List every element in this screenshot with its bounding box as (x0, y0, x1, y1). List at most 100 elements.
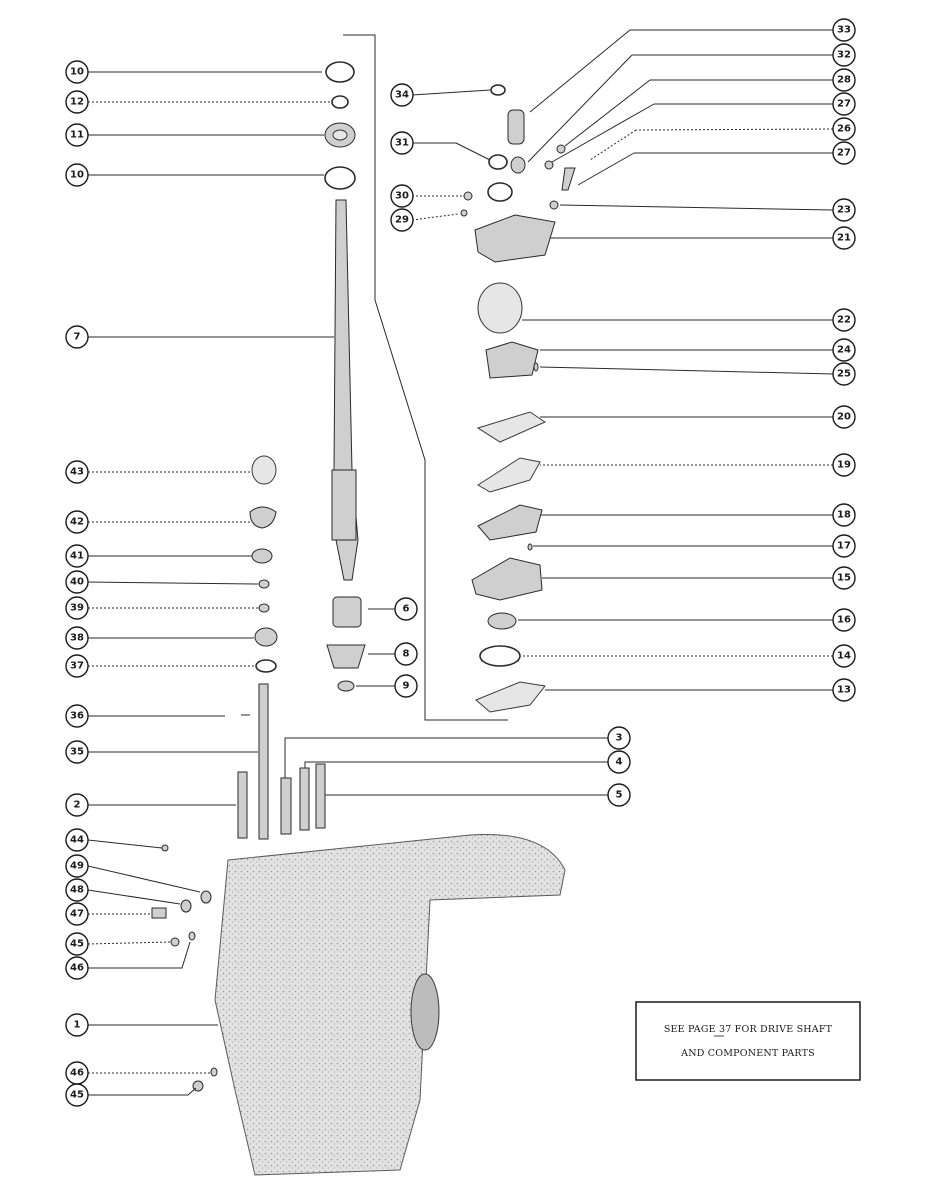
callout-circle (832, 453, 856, 477)
callout-circle (65, 570, 89, 594)
callout-label: 20 (837, 412, 851, 423)
callout-circle (832, 566, 856, 590)
callout-46a: 46 (65, 956, 89, 980)
callout-48: 48 (65, 878, 89, 902)
callout-label: 7 (74, 332, 81, 343)
callout-label: 24 (837, 345, 851, 356)
callout-1: 1 (65, 1013, 89, 1037)
callout-45b: 45 (65, 1083, 89, 1107)
callout-circle (832, 141, 856, 165)
callout-label: 10 (70, 170, 84, 181)
callout-32: 32 (832, 43, 856, 67)
callout-circle (832, 503, 856, 527)
callout-14: 14 (832, 644, 856, 668)
callout-label: 28 (837, 75, 851, 86)
callout-45a: 45 (65, 932, 89, 956)
callout-circle (65, 510, 89, 534)
callout-label: 23 (837, 205, 851, 216)
callout-circle (390, 83, 414, 107)
callout-27b: 27 (832, 141, 856, 165)
callout-label: 46 (70, 1068, 84, 1079)
callout-label: 41 (70, 551, 84, 562)
callout-circle (65, 90, 89, 114)
callout-23: 23 (832, 198, 856, 222)
callout-circle (65, 1083, 89, 1107)
callout-label: 25 (837, 369, 851, 380)
callout-label: 15 (837, 573, 851, 584)
callout-4: 4 (607, 750, 631, 774)
callout-label: 30 (395, 191, 409, 202)
callout-label: 34 (395, 90, 409, 101)
callout-49: 49 (65, 854, 89, 878)
callout-10b: 10 (65, 163, 89, 187)
callout-circle (394, 674, 418, 698)
callout-label: 46 (70, 963, 84, 974)
callout-label: 26 (837, 124, 851, 135)
callout-label: 32 (837, 50, 851, 61)
callout-circle (65, 932, 89, 956)
callout-circle (65, 704, 89, 728)
callout-25: 25 (832, 362, 856, 386)
callout-circle (65, 902, 89, 926)
callout-24: 24 (832, 338, 856, 362)
callout-label: 13 (837, 685, 851, 696)
callout-20: 20 (832, 405, 856, 429)
callout-circle (65, 60, 89, 84)
callout-13: 13 (832, 678, 856, 702)
callout-circle (607, 726, 631, 750)
callout-label: 21 (837, 233, 851, 244)
callout-29: 29 (390, 208, 414, 232)
callout-16: 16 (832, 608, 856, 632)
callout-26: 26 (832, 117, 856, 141)
callout-label: 47 (70, 909, 84, 920)
callout-27a: 27 (832, 92, 856, 116)
callout-3: 3 (607, 726, 631, 750)
callout-17: 17 (832, 534, 856, 558)
callout-11: 11 (65, 123, 89, 147)
parts-artwork (151, 34, 576, 1176)
callout-circle (65, 1013, 89, 1037)
callout-label: 6 (403, 604, 410, 615)
leader-lines (87, 29, 834, 1096)
callout-label: 16 (837, 615, 851, 626)
callout-40: 40 (65, 570, 89, 594)
callout-label: 35 (70, 747, 84, 758)
callout-circle (832, 338, 856, 362)
note-line-1: SEE PAGE 37 FOR DRIVE SHAFT (664, 1024, 833, 1035)
callout-label: 38 (70, 633, 84, 644)
callout-label: 8 (403, 649, 410, 660)
callout-7: 7 (65, 325, 89, 349)
callout-6: 6 (394, 597, 418, 621)
callout-label: 19 (837, 460, 851, 471)
callout-circle (832, 18, 856, 42)
reference-note: SEE PAGE 37 FOR DRIVE SHAFT AND COMPONEN… (635, 1001, 861, 1081)
callout-label: 45 (70, 1090, 84, 1101)
callout-label: 12 (70, 97, 84, 108)
callout-8: 8 (394, 642, 418, 666)
callout-label: 29 (395, 215, 409, 226)
callout-circle (65, 654, 89, 678)
callout-circle (607, 783, 631, 807)
callout-circle (832, 43, 856, 67)
callout-9: 9 (394, 674, 418, 698)
callout-label: 39 (70, 603, 84, 614)
callout-34: 34 (390, 83, 414, 107)
callout-label: 36 (70, 711, 84, 722)
callout-circle (390, 184, 414, 208)
callout-circle (65, 325, 89, 349)
callout-33: 33 (832, 18, 856, 42)
callout-39: 39 (65, 596, 89, 620)
callout-37: 37 (65, 654, 89, 678)
callout-circle (65, 626, 89, 650)
callout-circle (394, 642, 418, 666)
callout-circle (65, 956, 89, 980)
callout-15: 15 (832, 566, 856, 590)
callout-47: 47 (65, 902, 89, 926)
callout-label: 2 (74, 800, 81, 811)
callout-46b: 46 (65, 1061, 89, 1085)
callout-label: 44 (70, 835, 84, 846)
callout-circle (65, 596, 89, 620)
callout-label: 43 (70, 467, 84, 478)
callout-circle (832, 534, 856, 558)
callout-circle (65, 123, 89, 147)
